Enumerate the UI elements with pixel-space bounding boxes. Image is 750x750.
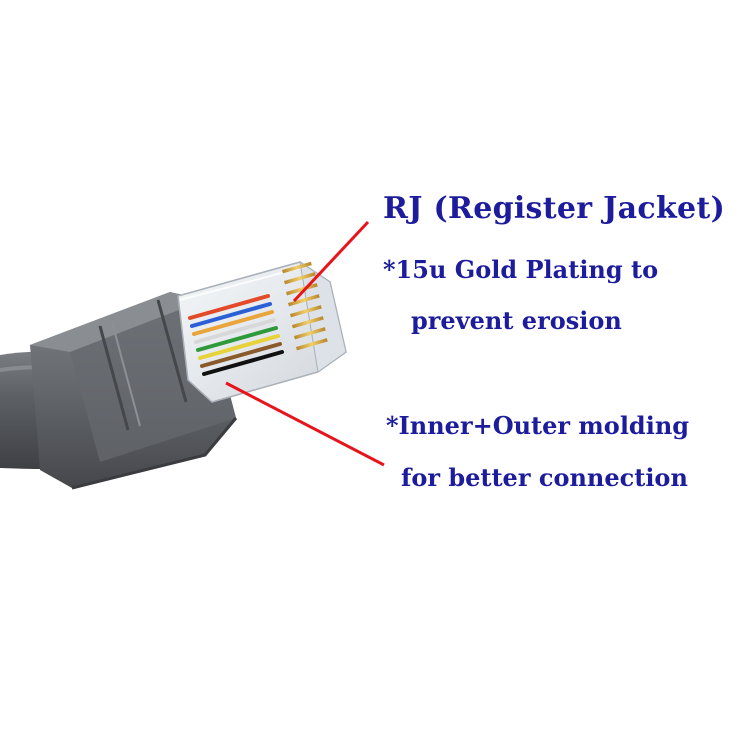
connector-title: RJ (Register Jacket) (383, 191, 726, 226)
rj45-plug (177, 260, 347, 403)
wire-bundle (188, 294, 284, 376)
pointer-line-molding (225, 381, 385, 467)
pointer-line-contacts (292, 220, 370, 303)
feature-molding-line-1: *Inner+Outer molding (386, 411, 690, 440)
feature-gold-plating-line-1: *15u Gold Plating to (383, 255, 659, 284)
feature-gold-plating-line-2: prevent erosion (411, 306, 622, 335)
feature-molding-line-2: for better connection (401, 463, 688, 492)
